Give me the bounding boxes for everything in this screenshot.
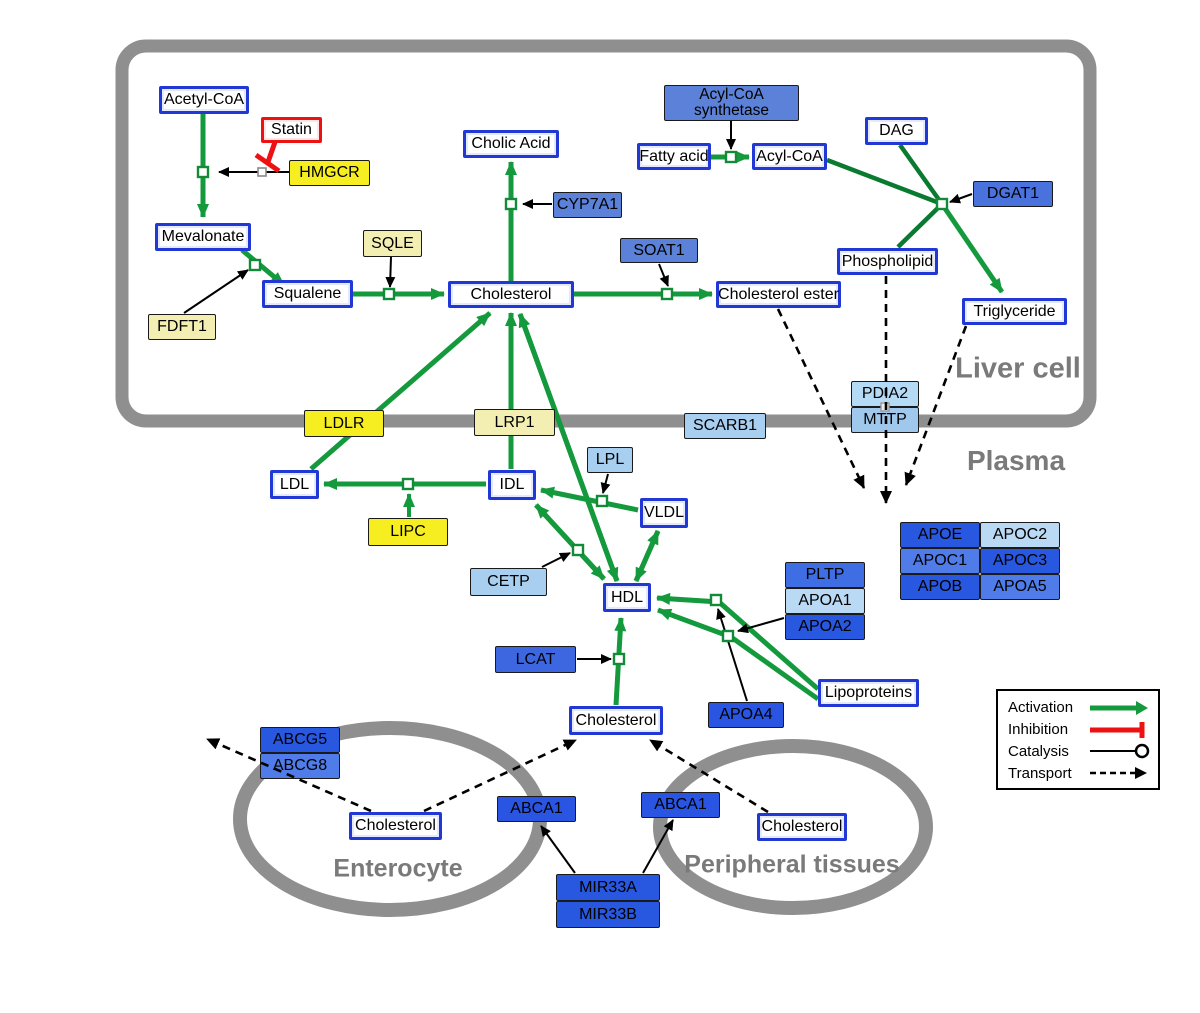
node-pltp[interactable]: PLTP <box>785 562 865 588</box>
legend-activation-label: Activation <box>1008 699 1074 717</box>
node-scarb1[interactable]: SCARB1 <box>684 413 766 439</box>
node-apoa2[interactable]: APOA2 <box>785 614 865 640</box>
node-statin[interactable]: Statin <box>261 117 322 143</box>
node-apoa5[interactable]: APOA5 <box>980 574 1060 600</box>
node-mir33b[interactable]: MIR33B <box>556 901 660 928</box>
node-cholesterol-ester[interactable]: Cholesterol ester <box>716 281 841 308</box>
node-mevalonate[interactable]: Mevalonate <box>155 223 251 251</box>
node-abcg5[interactable]: ABCG5 <box>260 727 340 753</box>
node-pdia2[interactable]: PDIA2 <box>851 381 919 407</box>
activation-edges <box>197 113 1005 706</box>
node-cetp[interactable]: CETP <box>470 568 547 596</box>
node-lpl[interactable]: LPL <box>587 447 633 473</box>
legend-transport-label: Transport <box>1008 764 1072 782</box>
legend: Activation Inhibition Catalysis Transpor… <box>996 689 1160 790</box>
node-ldlr[interactable]: LDLR <box>304 410 384 437</box>
inhibition-edge <box>254 141 281 174</box>
node-abca1-enterocyte[interactable]: ABCA1 <box>497 796 576 822</box>
node-squalene[interactable]: Squalene <box>262 280 353 308</box>
node-idl[interactable]: IDL <box>488 470 536 500</box>
legend-row-activation: Activation <box>1008 697 1150 719</box>
node-ldl[interactable]: LDL <box>270 470 319 499</box>
reaction-squares <box>196 150 949 666</box>
node-abcg8[interactable]: ABCG8 <box>260 753 340 779</box>
node-lrp1[interactable]: LRP1 <box>474 409 555 436</box>
node-apoa1[interactable]: APOA1 <box>785 588 865 614</box>
node-fatty-acid[interactable]: Fatty acid <box>637 143 711 170</box>
node-mttp[interactable]: MTTP <box>851 407 919 433</box>
node-hmgcr[interactable]: HMGCR <box>289 160 370 186</box>
liver-cell-outline <box>115 39 1097 428</box>
catalysis-circle-icon <box>1090 744 1150 759</box>
activation-arrow-icon <box>1090 700 1148 715</box>
plasma-label: Plasma <box>966 445 1066 476</box>
anchor-square <box>257 167 267 177</box>
peripheral-tissues-outline <box>653 739 933 915</box>
node-cholesterol-plasma[interactable]: Cholesterol <box>569 706 663 735</box>
enterocyte-label: Enterocyte <box>333 854 463 883</box>
node-cholesterol-liver[interactable]: Cholesterol <box>448 281 574 308</box>
node-apoa4[interactable]: APOA4 <box>708 702 784 728</box>
node-acyl-coa[interactable]: Acyl-CoA <box>752 143 827 170</box>
node-apoc1[interactable]: APOC1 <box>900 548 980 574</box>
node-abca1-peripheral[interactable]: ABCA1 <box>641 792 720 818</box>
legend-inhibition-label: Inhibition <box>1008 721 1069 739</box>
node-dag[interactable]: DAG <box>865 117 928 145</box>
node-lipoproteins[interactable]: Lipoproteins <box>818 679 919 707</box>
node-triglyceride[interactable]: Triglyceride <box>962 298 1067 325</box>
legend-row-catalysis: Catalysis <box>1008 741 1150 763</box>
legend-row-transport: Transport <box>1008 762 1150 784</box>
node-fdft1[interactable]: FDFT1 <box>148 314 216 340</box>
node-apoc2[interactable]: APOC2 <box>980 522 1060 548</box>
liver-cell-label: Liver cell <box>955 352 1081 385</box>
node-acyl-coa-synthetase[interactable]: Acyl-CoA synthetase <box>664 85 799 121</box>
inhibition-tbar-icon <box>1090 721 1145 738</box>
node-hdl[interactable]: HDL <box>603 583 651 612</box>
node-cholesterol-enterocyte[interactable]: Cholesterol <box>349 812 442 840</box>
node-apob[interactable]: APOB <box>900 574 980 600</box>
node-lcat[interactable]: LCAT <box>495 646 576 673</box>
peripheral-tissues-label: Peripheral tissues <box>684 850 900 879</box>
legend-catalysis-label: Catalysis <box>1008 742 1069 760</box>
transport-arrow-icon <box>1090 767 1147 780</box>
node-cholic-acid[interactable]: Cholic Acid <box>463 130 559 158</box>
node-acetyl-coa[interactable]: Acetyl-CoA <box>159 86 249 114</box>
catalysis-edges <box>183 121 973 874</box>
node-soat1[interactable]: SOAT1 <box>620 238 698 263</box>
node-mir33a[interactable]: MIR33A <box>556 874 660 901</box>
node-phospholipid[interactable]: Phospholipid <box>837 248 938 275</box>
node-vldl[interactable]: VLDL <box>640 498 688 528</box>
node-cyp7a1[interactable]: CYP7A1 <box>553 192 622 218</box>
node-apoc3[interactable]: APOC3 <box>980 548 1060 574</box>
node-cholesterol-peripheral[interactable]: Cholesterol <box>757 813 847 841</box>
node-lipc[interactable]: LIPC <box>368 518 448 546</box>
node-apoe[interactable]: APOE <box>900 522 980 548</box>
node-dgat1[interactable]: DGAT1 <box>973 181 1053 207</box>
node-sqle[interactable]: SQLE <box>363 230 422 257</box>
legend-row-inhibition: Inhibition <box>1008 719 1150 741</box>
